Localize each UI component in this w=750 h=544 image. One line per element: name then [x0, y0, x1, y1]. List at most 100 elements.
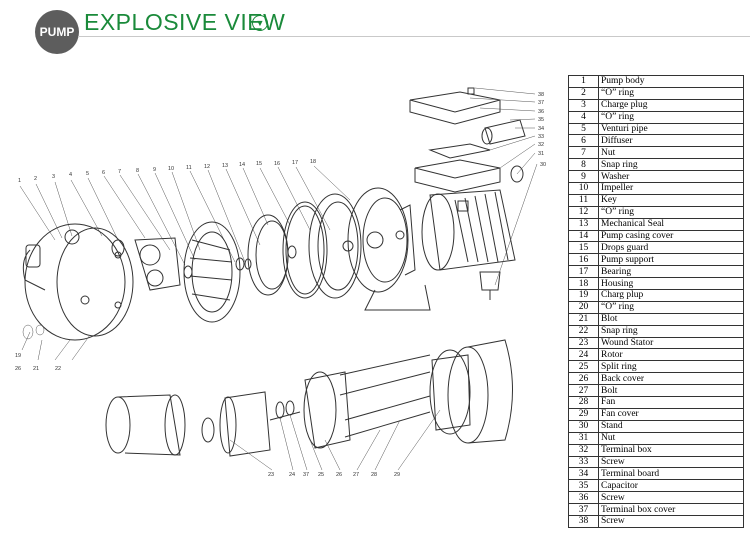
- callout-37: 37: [538, 100, 544, 106]
- part-number: 19: [568, 289, 599, 302]
- part-name: Screw: [598, 491, 744, 505]
- callout-7: 7: [118, 169, 121, 175]
- part-number: 38: [568, 514, 599, 528]
- callout-1: 1: [18, 178, 21, 184]
- part-name: Screw: [598, 514, 744, 528]
- callout-37-bottom: 37: [303, 472, 309, 478]
- pump-body-drawing: [22, 223, 134, 341]
- callout-8: 8: [136, 168, 139, 174]
- pump-badge: PUMP: [35, 10, 79, 54]
- part-number: 28: [568, 396, 599, 409]
- part-number: 12: [568, 205, 599, 219]
- part-number: 3: [568, 98, 599, 112]
- part-name: Stand: [598, 419, 744, 433]
- part-number: 11: [568, 193, 599, 207]
- callout-27: 27: [353, 472, 359, 478]
- part-number: 13: [568, 217, 599, 231]
- part-name: Rotor: [598, 348, 744, 362]
- casing-cover-drawing: [308, 193, 362, 299]
- part-number: 37: [568, 503, 599, 516]
- part-number: 31: [568, 431, 599, 445]
- rotor-drawing: [219, 391, 301, 457]
- part-name: Bolt: [598, 384, 744, 398]
- callout-24: 24: [289, 472, 295, 478]
- part-name: Nut: [598, 431, 744, 445]
- callout-28: 28: [371, 472, 377, 478]
- callout-22: 22: [55, 366, 61, 372]
- part-number: 26: [568, 372, 599, 386]
- part-number: 10: [568, 182, 599, 195]
- callout-14: 14: [239, 162, 245, 168]
- part-name: Venturi pipe: [598, 122, 744, 136]
- fan-drawing: [429, 349, 471, 435]
- part-number: 36: [568, 491, 599, 505]
- callout-26: 26: [336, 472, 342, 478]
- header-divider: [78, 36, 750, 37]
- callout-23: 23: [268, 472, 274, 478]
- part-name: Bearing: [598, 265, 744, 279]
- part-name: Fan cover: [598, 407, 744, 421]
- part-name: Pump support: [598, 253, 744, 267]
- part-number: 4: [568, 110, 599, 124]
- top-leader-lines: [19, 165, 351, 266]
- part-name: Nut: [598, 146, 744, 160]
- callout-16: 16: [274, 161, 280, 167]
- callout-5: 5: [86, 171, 89, 177]
- part-name: “O” ring: [598, 205, 744, 219]
- part-name: Capacitor: [598, 479, 744, 493]
- part-number: 25: [568, 360, 599, 374]
- parts-row: 2“O” ring: [568, 86, 744, 100]
- callout-18: 18: [310, 159, 316, 165]
- part-number: 35: [568, 479, 599, 493]
- page-title: EXPLOSIVE VIEW: [84, 9, 286, 35]
- part-name: “O” ring: [598, 300, 744, 314]
- o-ring-drawing: [282, 201, 328, 299]
- callout-6: 6: [102, 170, 105, 176]
- fan-cover-drawing: [447, 339, 513, 444]
- callout-19: 19: [15, 353, 21, 359]
- part-name: Snap ring: [598, 324, 744, 338]
- callout-35: 35: [538, 117, 544, 123]
- callout-10: 10: [168, 166, 174, 172]
- callout-15: 15: [256, 161, 262, 167]
- part-number: 20: [568, 300, 599, 314]
- chevron-down-circle-icon[interactable]: ▼: [252, 15, 268, 31]
- diffuser-plate-drawing: [183, 221, 241, 323]
- right-leader-lines: [469, 87, 538, 286]
- callout-30: 30: [540, 162, 546, 168]
- part-number: 14: [568, 229, 599, 243]
- part-name: Housing: [598, 277, 744, 291]
- part-number: 5: [568, 122, 599, 136]
- callout-34: 34: [538, 126, 544, 132]
- part-name: Drops guard: [598, 241, 744, 255]
- part-name: Blot: [598, 312, 744, 326]
- part-number: 32: [568, 443, 599, 457]
- parts-row: 20“O” ring: [568, 300, 744, 314]
- venturi-diffuser-drawing: [111, 237, 181, 291]
- part-number: 30: [568, 419, 599, 433]
